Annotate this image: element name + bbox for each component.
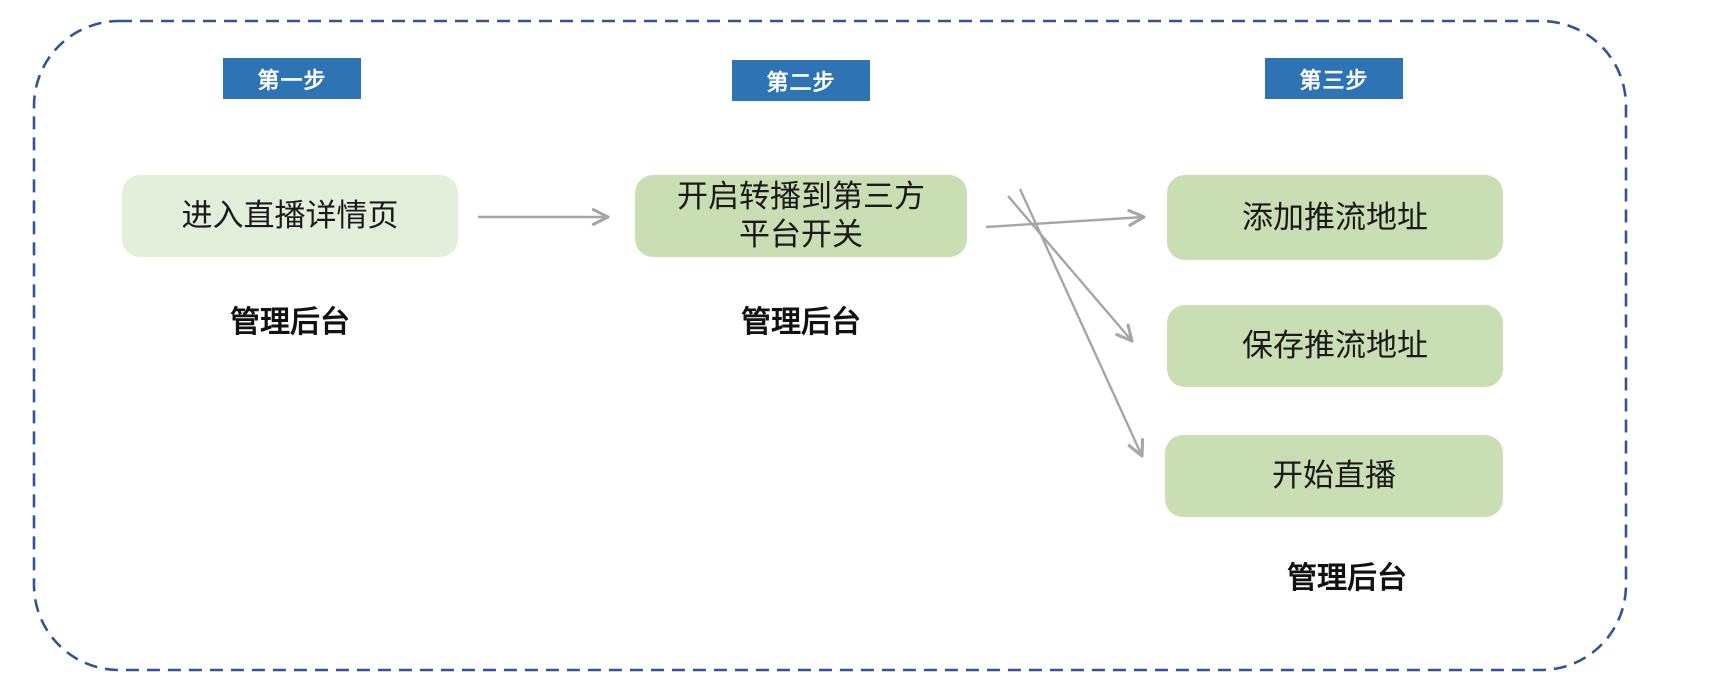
- arrow-step2-to-save-url-icon: [1007, 195, 1134, 343]
- flow-box-enable-relay-switch-line2: 平台开关: [739, 217, 863, 252]
- step-badge-2-label: 第二步: [766, 69, 836, 95]
- caption-admin-backend-step2: 管理后台: [741, 306, 861, 339]
- caption-admin-backend-step1: 管理后台: [230, 306, 350, 339]
- step-badge-2: 第二步: [732, 60, 870, 101]
- step-badge-3: 第三步: [1265, 58, 1403, 99]
- arrow-step2-to-start-live-icon: [1018, 188, 1145, 458]
- flow-box-save-push-url-label: 保存推流地址: [1242, 328, 1428, 363]
- flow-box-enable-relay-switch-line1: 开启转播到第三方: [677, 179, 925, 214]
- step-badge-3-label: 第三步: [1299, 67, 1369, 93]
- flow-box-enter-live-detail: 进入直播详情页: [122, 175, 458, 257]
- step-badge-1: 第一步: [223, 58, 361, 99]
- flow-box-enable-relay-switch: 开启转播到第三方 平台开关: [635, 175, 967, 257]
- flow-box-save-push-url: 保存推流地址: [1167, 305, 1503, 387]
- flow-box-add-push-url-label: 添加推流地址: [1242, 199, 1428, 235]
- flow-box-add-push-url: 添加推流地址: [1167, 175, 1503, 260]
- flow-box-start-live-label: 开始直播: [1272, 458, 1396, 493]
- arrow-step2-to-add-url-icon: [985, 209, 1146, 229]
- caption-admin-backend-step3: 管理后台: [1287, 562, 1407, 595]
- flow-box-start-live: 开始直播: [1165, 435, 1503, 517]
- step-badge-1-label: 第一步: [257, 67, 327, 93]
- flow-box-enter-live-detail-label: 进入直播详情页: [181, 198, 399, 233]
